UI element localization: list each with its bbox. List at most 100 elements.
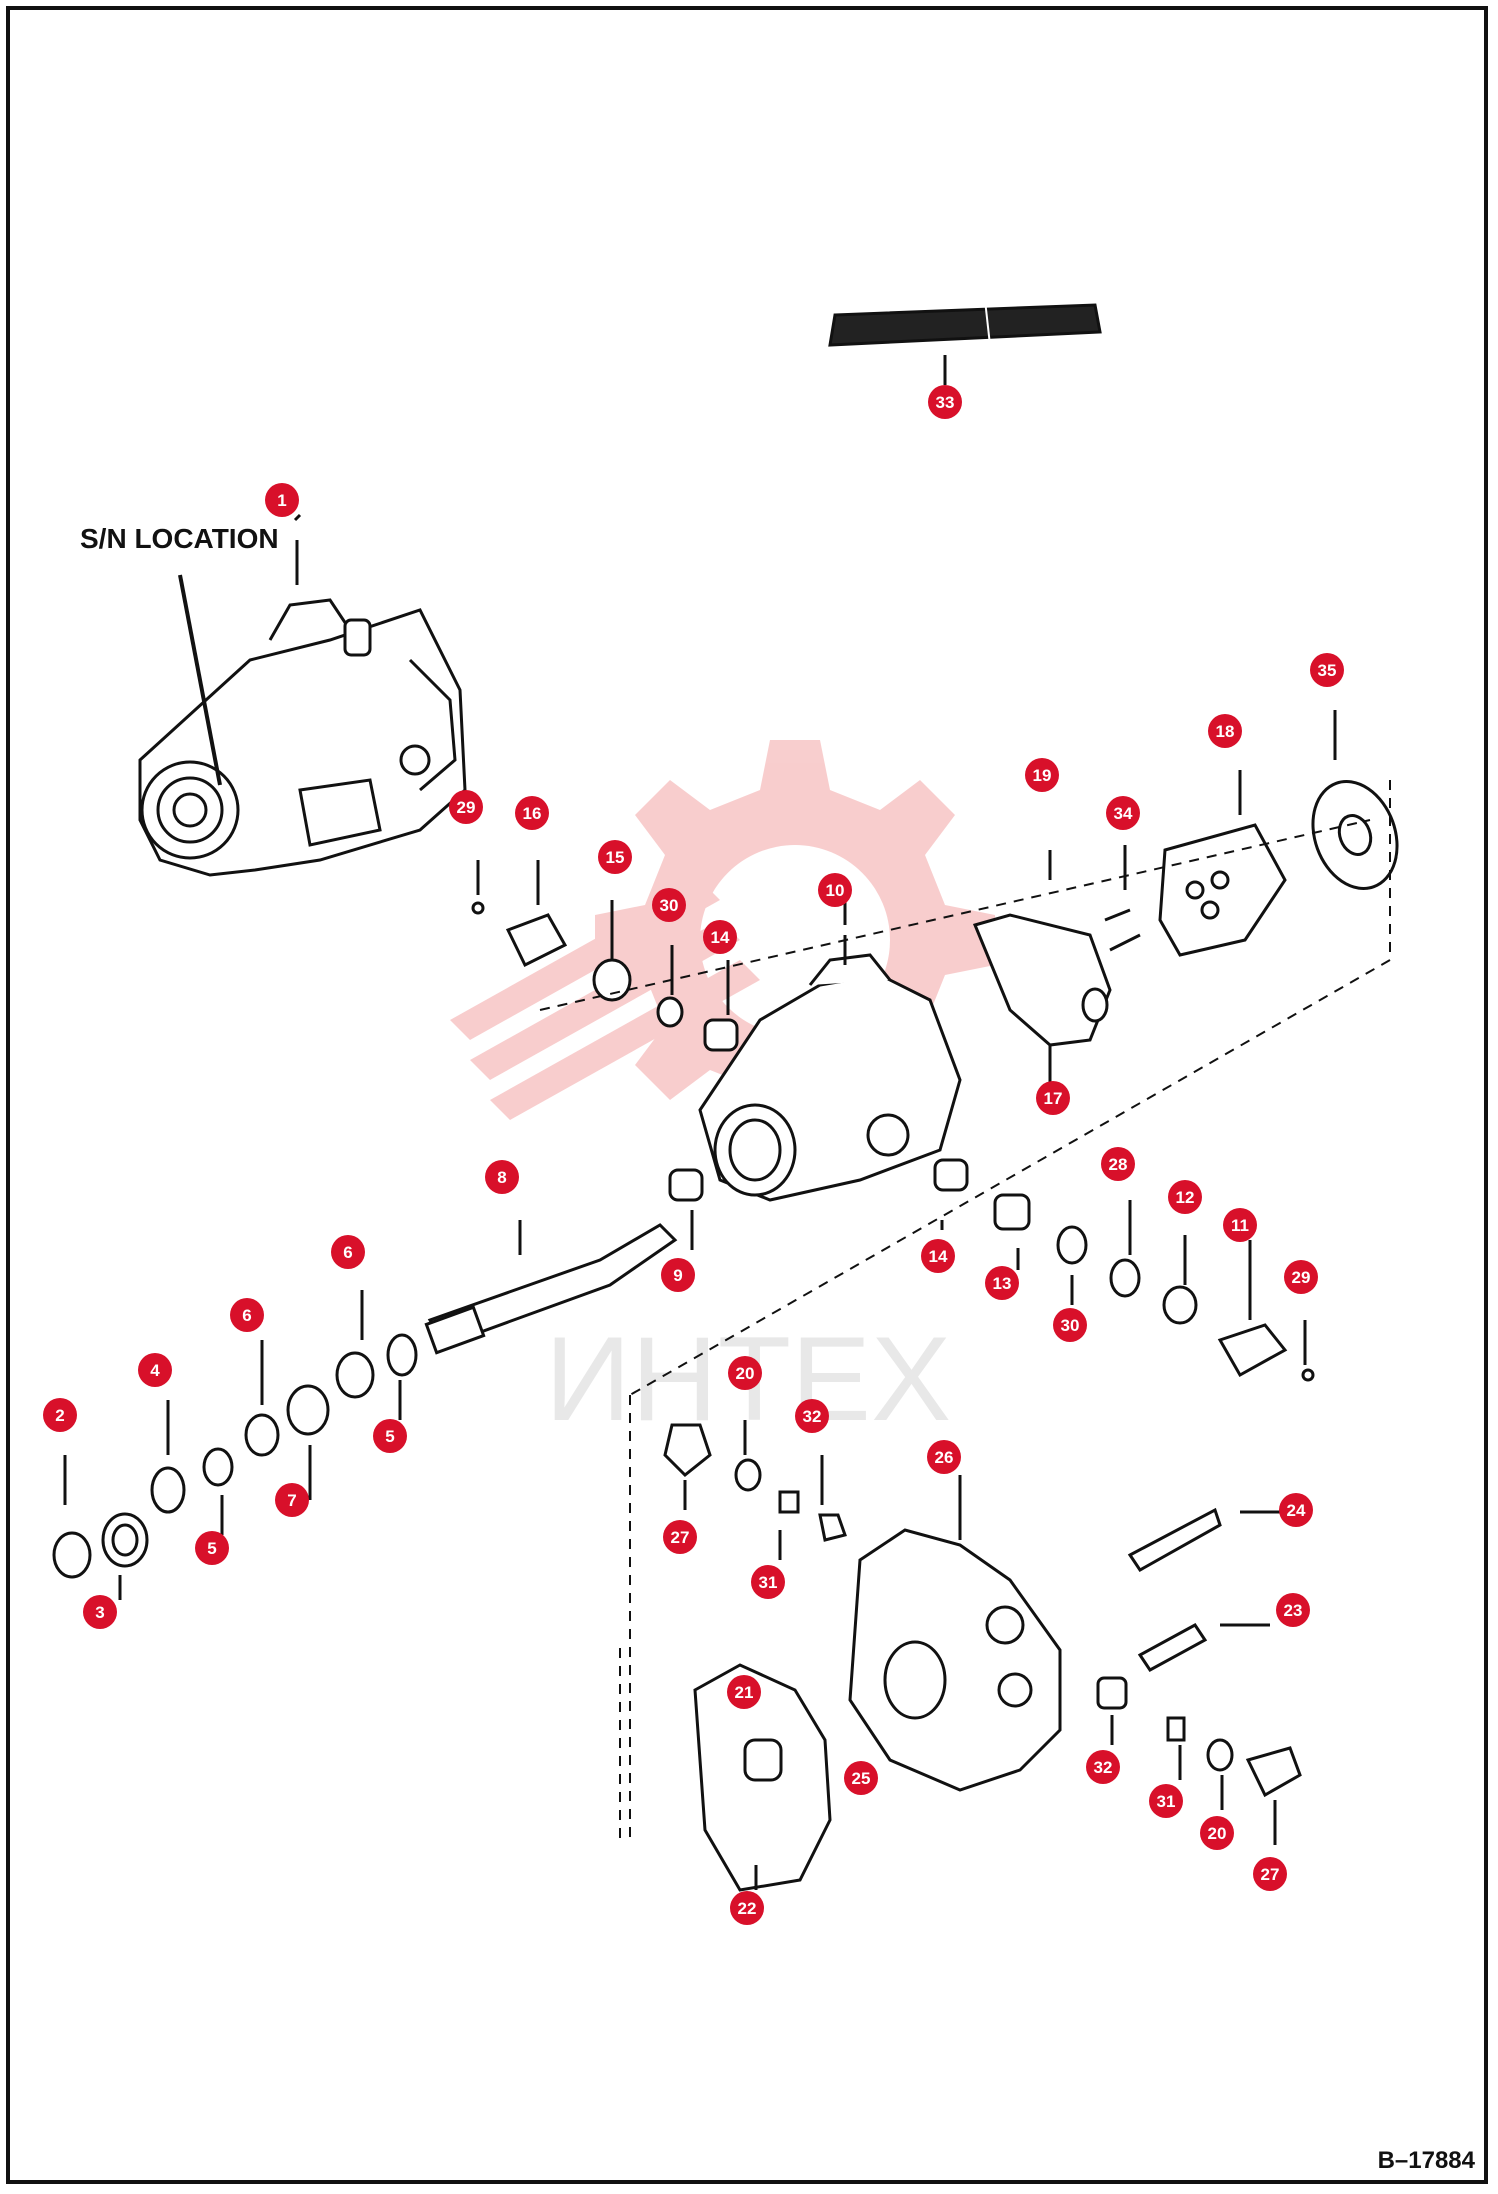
callout-marker: [1284, 1260, 1318, 1294]
callout-marker: [598, 840, 632, 874]
callout-number: 7: [287, 1491, 296, 1510]
callout-marker: [1200, 1816, 1234, 1850]
callout-32: 32: [795, 1399, 829, 1433]
callout-2: 2: [43, 1398, 77, 1432]
callout-number: 31: [1157, 1792, 1176, 1811]
callout-5: 5: [195, 1531, 229, 1565]
callout-marker: [751, 1565, 785, 1599]
callout-35: 35: [1310, 653, 1344, 687]
callout-6: 6: [331, 1235, 365, 1269]
callout-11: 11: [1223, 1208, 1257, 1242]
callout-marker: [1036, 1081, 1070, 1115]
callout-marker: [1310, 653, 1344, 687]
callout-marker: [1253, 1857, 1287, 1891]
callout-marker: [652, 888, 686, 922]
callout-number: 12: [1176, 1188, 1195, 1207]
callout-21: 21: [727, 1675, 761, 1709]
callout-marker: [138, 1353, 172, 1387]
callout-marker: [43, 1398, 77, 1432]
small-parts-left: [52, 1290, 418, 1600]
callout-number: 4: [150, 1361, 160, 1380]
callout-marker: [331, 1235, 365, 1269]
callout-4: 4: [138, 1353, 172, 1387]
callout-10: 10: [818, 873, 852, 907]
callout-12: 12: [1168, 1180, 1202, 1214]
callout-number: 22: [738, 1899, 757, 1918]
callout-7: 7: [275, 1483, 309, 1517]
assembly-dashed-lines: [539, 780, 1391, 1840]
callout-26: 26: [927, 1440, 961, 1474]
callout-30: 30: [1053, 1308, 1087, 1342]
callout-number: 16: [523, 804, 542, 823]
callout-marker: [195, 1531, 229, 1565]
callout-number: 9: [673, 1266, 682, 1285]
callout-group: 1234556678910111213141415161718192020212…: [43, 385, 1344, 1925]
sn-location-leader: S/N LOCATION: [80, 523, 279, 786]
callout-number: 13: [993, 1274, 1012, 1293]
callout-number: 5: [385, 1427, 394, 1446]
callout-32: 32: [1086, 1750, 1120, 1784]
callout-marker: [1276, 1593, 1310, 1627]
figure-reference: B–17884: [1378, 2147, 1476, 2174]
callout-27: 27: [1253, 1857, 1287, 1891]
callout-31: 31: [751, 1565, 785, 1599]
callout-15: 15: [598, 840, 632, 874]
callout-25: 25: [844, 1761, 878, 1795]
sn-location-label: S/N LOCATION: [80, 523, 279, 554]
callout-number: 5: [207, 1539, 216, 1558]
end-cap: [848, 1475, 1062, 1792]
callout-number: 35: [1318, 661, 1337, 680]
callout-marker: [373, 1419, 407, 1453]
callout-number: 18: [1216, 722, 1235, 741]
callout-1: 1: [265, 483, 299, 517]
callout-number: 26: [935, 1448, 954, 1467]
callout-marker: [795, 1399, 829, 1433]
callout-number: 32: [803, 1407, 822, 1426]
callout-marker: [230, 1298, 264, 1332]
callout-marker: [265, 483, 299, 517]
callout-number: 14: [929, 1247, 948, 1266]
callout-marker: [1149, 1784, 1183, 1818]
callout-marker: [1208, 714, 1242, 748]
callout-number: 14: [711, 928, 730, 947]
callout-number: 34: [1114, 804, 1133, 823]
callout-number: 31: [759, 1573, 778, 1592]
callout-number: 29: [457, 798, 476, 817]
callout-number: 17: [1044, 1089, 1063, 1108]
callout-number: 30: [660, 896, 679, 915]
callout-number: 6: [343, 1243, 352, 1262]
callout-17: 17: [1036, 1081, 1070, 1115]
callout-24: 24: [1279, 1493, 1313, 1527]
callout-number: 10: [826, 881, 845, 900]
callout-marker: [1279, 1493, 1313, 1527]
callout-number: 25: [852, 1769, 871, 1788]
pump-assembly: [138, 513, 467, 877]
callout-number: 6: [242, 1306, 251, 1325]
callout-marker: [1086, 1750, 1120, 1784]
callout-marker: [1223, 1208, 1257, 1242]
callout-number: 30: [1061, 1316, 1080, 1335]
callout-number: 23: [1284, 1601, 1303, 1620]
rotating-group: [972, 710, 1399, 1090]
callout-18: 18: [1208, 714, 1242, 748]
callout-20: 20: [1200, 1816, 1234, 1850]
callout-14: 14: [921, 1239, 955, 1273]
callout-28: 28: [1101, 1147, 1135, 1181]
valve-hardware: [663, 1420, 1302, 1845]
callout-marker: [727, 1675, 761, 1709]
callout-number: 3: [95, 1603, 104, 1622]
callout-number: 2: [55, 1406, 64, 1425]
callout-marker: [661, 1258, 695, 1292]
callout-marker: [663, 1520, 697, 1554]
callout-marker: [728, 1356, 762, 1390]
callout-20: 20: [728, 1356, 762, 1390]
callout-marker: [1053, 1308, 1087, 1342]
callout-marker: [1168, 1180, 1202, 1214]
callout-5: 5: [373, 1419, 407, 1453]
callout-marker: [275, 1483, 309, 1517]
callout-marker: [985, 1266, 1019, 1300]
callout-number: 15: [606, 848, 625, 867]
pump-housing: [698, 900, 962, 1202]
callout-29: 29: [449, 790, 483, 824]
